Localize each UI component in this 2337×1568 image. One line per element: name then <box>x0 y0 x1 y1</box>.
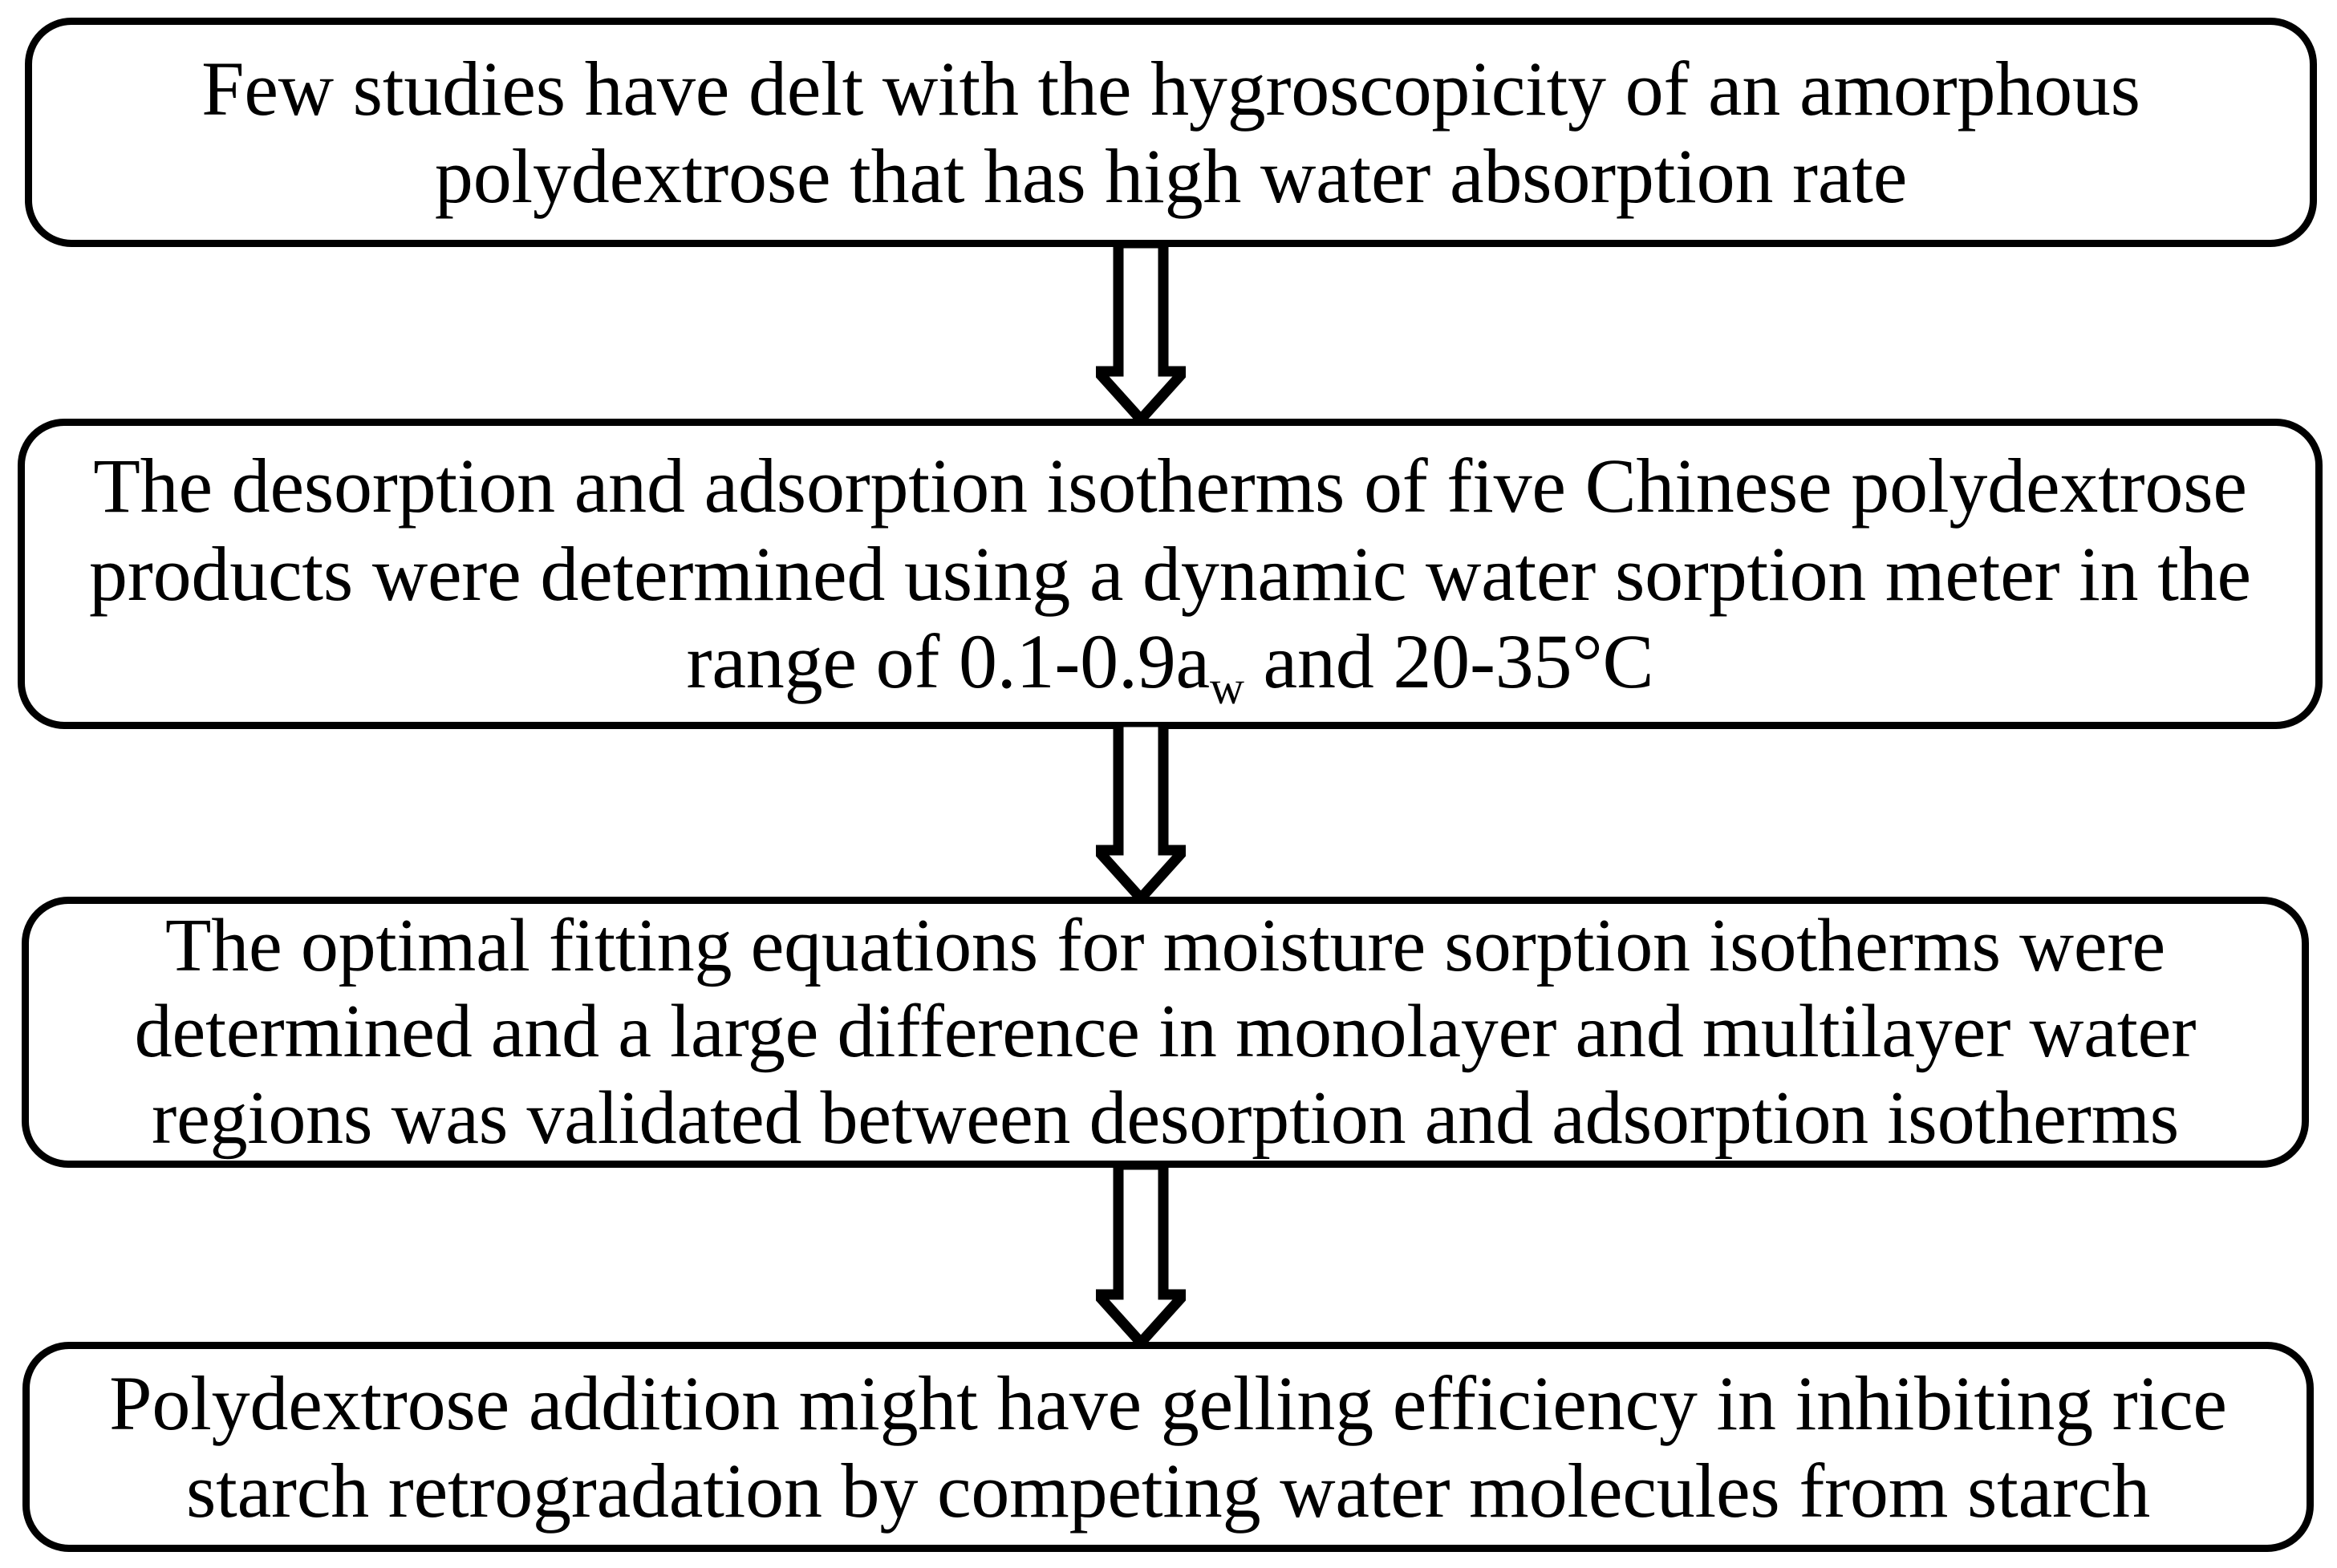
flow-box-4-line-1: Polydextrose addition might have gelling… <box>109 1359 2227 1446</box>
flow-box-1-line-1: Few studies have delt with the hygroscop… <box>201 45 2140 132</box>
flow-box-3-line-1: The optimal fitting equations for moistu… <box>165 904 2165 988</box>
flow-box-2-line-3: range of 0.1-0.9aw and 20-35°C <box>28 618 2312 711</box>
range-text-after: and 20-35°C <box>1244 618 1654 705</box>
range-text-before: range of 0.1-0.9a <box>686 618 1211 705</box>
flow-box-3-line-3: regions was validated between desorption… <box>151 1076 2180 1160</box>
down-arrow-icon-3 <box>1096 1165 1186 1344</box>
flow-box-1[interactable]: Few studies have delt with the hygroscop… <box>25 18 2317 247</box>
flow-box-4-line-2: starch retrogradation by competing water… <box>185 1448 2151 1534</box>
flow-box-2[interactable]: The desorption and adsorption isotherms … <box>18 419 2323 729</box>
flow-box-3-line-2: determined and a large difference in mon… <box>134 990 2197 1074</box>
flow-box-2-line-2: products were determined using a dynamic… <box>89 530 2251 617</box>
flow-box-2-text: The desorption and adsorption isotherms … <box>25 442 2315 711</box>
flow-box-1-line-2: polydextrose that has high water absorpt… <box>434 133 1908 219</box>
flow-box-4[interactable]: Polydextrose addition might have gelling… <box>22 1342 2314 1552</box>
flow-box-3[interactable]: The optimal fitting equations for moistu… <box>22 897 2309 1168</box>
down-arrow-icon-2 <box>1096 722 1186 900</box>
flow-box-3-text: The optimal fitting equations for moistu… <box>29 903 2302 1161</box>
flow-box-4-text: Polydextrose addition might have gelling… <box>30 1359 2307 1535</box>
water-activity-subscript: w <box>1209 661 1244 715</box>
down-arrow-icon-1 <box>1096 243 1186 421</box>
flow-box-1-text: Few studies have delt with the hygroscop… <box>32 45 2310 221</box>
flow-box-2-line-1: The desorption and adsorption isotherms … <box>93 443 2247 529</box>
